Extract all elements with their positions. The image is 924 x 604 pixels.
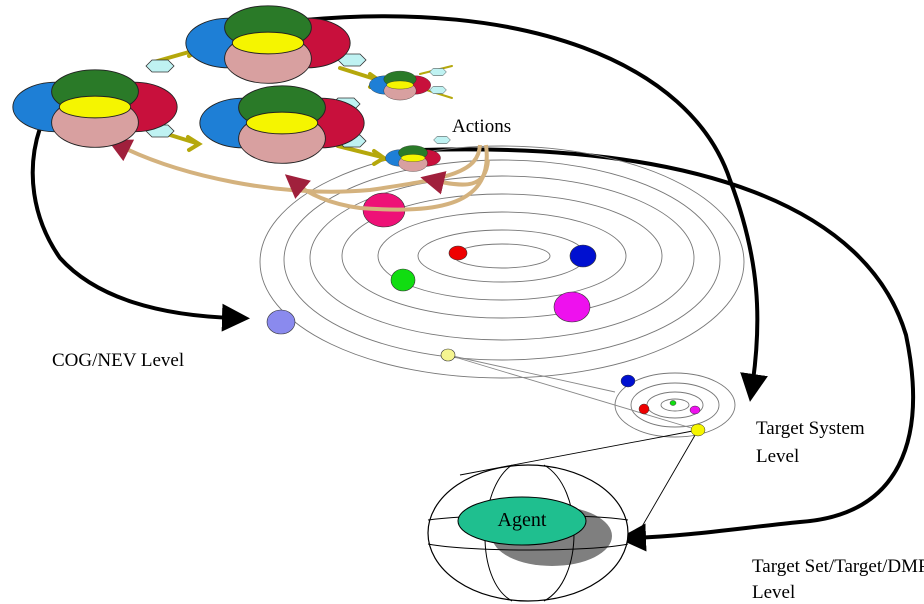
agent-sphere: [427, 464, 629, 602]
arrow-to-target-system-level: [304, 14, 768, 402]
planet-blue: [569, 244, 597, 268]
arrow-to-cog-level: [30, 127, 250, 332]
cog-nev-orbit-system: [259, 145, 745, 379]
small-planet-magenta: [689, 405, 701, 415]
target-set-level-label-line2: Level: [752, 582, 796, 603]
arrow-to-target-set-level: [419, 147, 915, 552]
small-planet-green: [669, 400, 677, 406]
cog-nev-level-label: COG/NEV Level: [52, 350, 185, 371]
agent-node: [457, 496, 587, 546]
agent-label: Agent: [497, 509, 547, 531]
node-cluster-small-top: [369, 70, 431, 101]
planet-lavender: [266, 309, 296, 335]
target-system-planets: [620, 374, 706, 437]
planet-magenta: [553, 291, 591, 323]
node-cluster-middle: [199, 85, 365, 164]
black-curved-arrows: [30, 14, 915, 552]
small-planet-blue: [620, 374, 636, 388]
planet-green: [390, 268, 416, 292]
small-planet-red: [638, 403, 650, 415]
node-clusters: [12, 5, 441, 172]
small-planet-yellow: [690, 423, 706, 437]
actions-label: Actions: [452, 116, 512, 137]
planet-red: [448, 245, 468, 261]
planet-yellow: [440, 348, 456, 362]
cog-planets: [266, 192, 597, 362]
target-system-level-label-line1: Target System: [756, 418, 865, 439]
target-system-level-label-line2: Level: [756, 446, 800, 467]
target-set-level-label-line1: Target Set/Target/DMPI: [752, 556, 924, 577]
action-feedback-arrows: [107, 139, 490, 212]
